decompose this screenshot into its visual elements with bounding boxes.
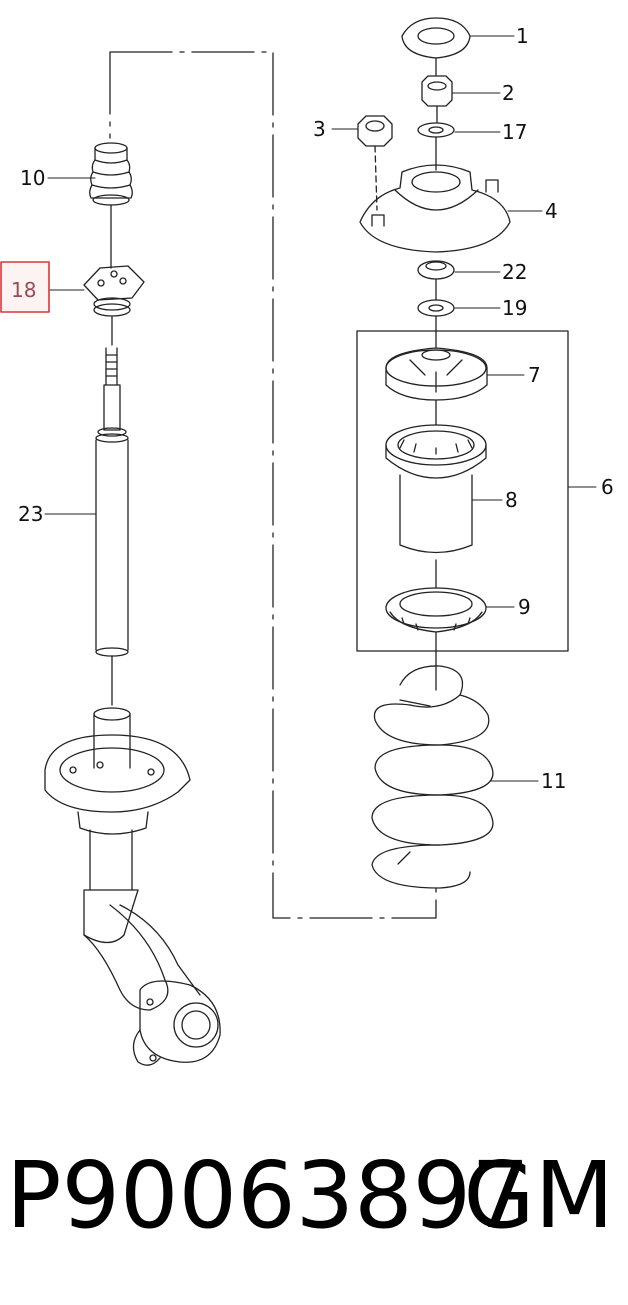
strut-mount-part [359,164,511,253]
callout-22: 22 [502,260,527,284]
strut-housing-part [44,707,191,944]
callout-19: 19 [502,296,527,320]
shock-absorber-part [95,347,129,706]
part-number: P90063897 [6,1142,530,1249]
bump-stop-part [89,142,133,269]
upper-spring-seat-part [385,347,488,426]
callout-17: 17 [502,120,527,144]
coil-spring-part [371,665,494,889]
highlight-box [0,261,50,313]
bracket-plate-part [83,265,145,346]
callout-7: 7 [528,363,541,387]
assembly-guide-line [109,51,437,919]
callout-18: 18 [11,278,36,302]
callout-3: 3 [313,117,326,141]
brand-label: GM [463,1142,614,1249]
nut-part [421,75,453,123]
flange-nut-part [357,115,393,211]
callout-11: 11 [541,769,566,793]
lower-spring-seat-part [385,587,487,691]
callout-9: 9 [518,595,531,619]
washer-part-19 [417,299,455,349]
callout-2: 2 [502,81,515,105]
callout-1: 1 [516,24,529,48]
callout-8: 8 [505,488,518,512]
leader-lines [44,35,597,782]
dust-boot-part [385,424,487,589]
bearing-part [417,260,455,301]
steering-knuckle-part [83,904,221,1066]
callout-4: 4 [545,199,558,223]
callout-6: 6 [601,475,614,499]
kit-group-box [356,330,569,652]
callout-23: 23 [18,502,43,526]
callout-10: 10 [20,166,45,190]
washer-part [417,122,455,171]
dust-cap-part [401,17,471,76]
